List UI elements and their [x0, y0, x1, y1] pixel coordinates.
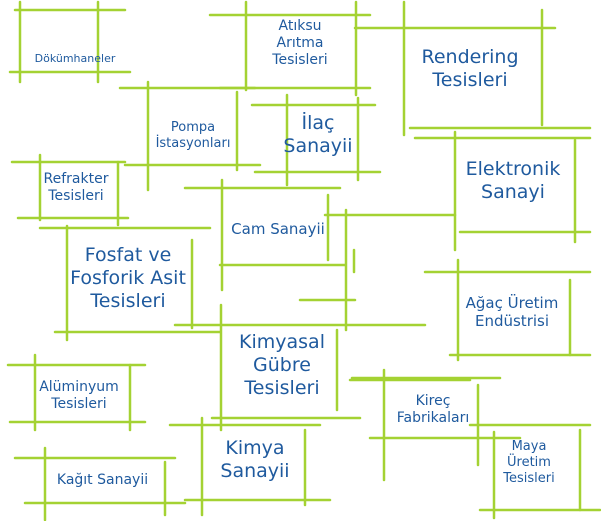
kimyasal-line-1: Kimyasal — [239, 331, 325, 353]
elektronik-line-2: Sanayi — [481, 181, 545, 204]
maya-line-1: Maya — [511, 439, 547, 454]
ilac-line-1: İlaç — [301, 112, 335, 134]
refrakter-line-2: Tesisleri — [48, 188, 104, 205]
label-kagit: Kağıt Sanayii — [40, 472, 165, 489]
kimyasal-line-3: Tesisleri — [244, 377, 320, 400]
fosfat-line-3: Tesisleri — [90, 290, 166, 313]
kimyasal-line-2: Gübre — [253, 354, 311, 377]
kimya-line-2: Sanayii — [220, 460, 290, 483]
elektronik-line-1: Elektronik — [465, 158, 561, 180]
kagit-line-1: Kağıt Sanayii — [56, 472, 149, 488]
rendering-line-1: Rendering — [421, 46, 519, 68]
cam-line-1: Cam Sanayii — [231, 220, 325, 238]
label-cam: Cam Sanayii — [222, 220, 334, 238]
maya-line-2: Üretim — [507, 454, 551, 470]
kimya-line-1: Kimya — [225, 437, 285, 459]
atiksu-line-3: Tesisleri — [272, 52, 328, 69]
dokumhaneler-line-1: Dökümhaneler — [34, 52, 116, 65]
kirec-line-1: Kireç — [415, 393, 451, 409]
fosfat-line-2: Fosforik Asit — [70, 267, 186, 290]
atiksu-line-2: Arıtma — [276, 35, 324, 52]
fosfat-line-1: Fosfat ve — [84, 244, 172, 266]
pompa-line-2: İstasyonları — [155, 135, 231, 151]
refrakter-line-1: Refrakter — [43, 171, 109, 187]
rendering-line-2: Tesisleri — [432, 69, 508, 92]
ilac-line-2: Sanayii — [283, 135, 353, 158]
aluminyum-line-1: Alüminyum — [39, 379, 119, 395]
atiksu-line-1: Atıksu — [278, 18, 322, 34]
pompa-line-1: Pompa — [170, 120, 216, 135]
maya-line-3: Tesisleri — [503, 470, 555, 486]
kirec-line-2: Fabrikaları — [396, 410, 470, 427]
agac-line-2: Endüstrisi — [474, 312, 550, 331]
label-dokumhaneler: Dökümhaneler — [30, 52, 120, 65]
agac-line-1: Ağaç Üretim — [465, 294, 559, 312]
aluminyum-line-2: Tesisleri — [51, 396, 107, 413]
